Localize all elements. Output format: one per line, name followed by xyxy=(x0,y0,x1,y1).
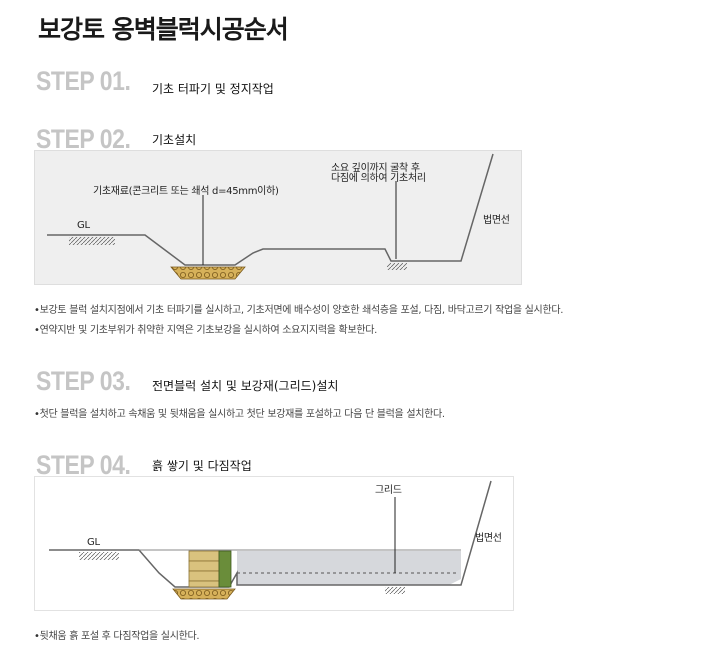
note-step2-1: 보강토 블럭 설치지점에서 기초 터파기를 실시하고, 기초저면에 배수성이 양… xyxy=(34,301,564,316)
step-01-desc: 기초 터파기 및 정지작업 xyxy=(152,82,274,96)
step-04-label: STEP 04. xyxy=(36,450,131,480)
backfill-soil xyxy=(139,551,461,585)
ground-profile-2 xyxy=(49,480,492,588)
base-material-label: 기초재료(콘크리트 또는 쇄석 d=45mm이하) xyxy=(93,186,279,197)
foundation-diagram-svg xyxy=(47,153,494,280)
backfill-diagram-svg xyxy=(49,480,492,600)
depth-label-2: 다짐에 의하여 기초처리 xyxy=(331,173,426,184)
step-02-label: STEP 02. xyxy=(36,124,131,154)
gravel-base xyxy=(170,266,246,280)
step-04-desc: 흙 쌓기 및 다짐작업 xyxy=(152,459,252,473)
step-03-label: STEP 03. xyxy=(36,366,131,396)
gravel-base-2 xyxy=(172,588,236,600)
grid-label: 그리드 xyxy=(375,485,402,496)
facing-blocks xyxy=(188,550,220,588)
note-step2-2: 연약지반 및 기초부위가 취약한 지역은 기초보강을 실시하여 소요지지력을 확… xyxy=(34,321,378,336)
gl-label-2: GL xyxy=(87,537,100,548)
backfill-diagram: 그리드 GL 법면선 xyxy=(34,476,514,611)
step-02-desc: 기초설치 xyxy=(152,133,197,147)
note-step3-1: 첫단 블럭을 설치하고 속채움 및 뒷채움을 실시하고 첫단 보강재를 포설하고… xyxy=(34,405,446,420)
note-step4-1: 뒷채움 흙 포설 후 다짐작업을 실시한다. xyxy=(34,627,200,642)
step-01-label: STEP 01. xyxy=(36,66,131,96)
gl-label: GL xyxy=(77,220,90,231)
slope-line-label-2: 법면선 xyxy=(475,533,502,544)
ground-profile xyxy=(47,153,494,266)
foundation-diagram: 기초재료(콘크리트 또는 쇄석 d=45mm이하) 소요 깊이까지 굴착 후 다… xyxy=(34,150,522,285)
slope-line-label: 법면선 xyxy=(483,215,510,226)
depth-label-1: 소요 깊이까지 굴착 후 xyxy=(331,163,420,174)
step-03-desc: 전면블럭 설치 및 보강재(그리드)설치 xyxy=(152,379,339,393)
grid-reinforcement xyxy=(218,550,232,588)
depth-hatch xyxy=(387,263,407,270)
page-title: 보강토 옹벽블럭시공순서 xyxy=(38,15,289,44)
gl-hatch-2 xyxy=(79,552,119,560)
grid-hatch xyxy=(385,587,405,594)
gl-hatch xyxy=(69,237,115,245)
